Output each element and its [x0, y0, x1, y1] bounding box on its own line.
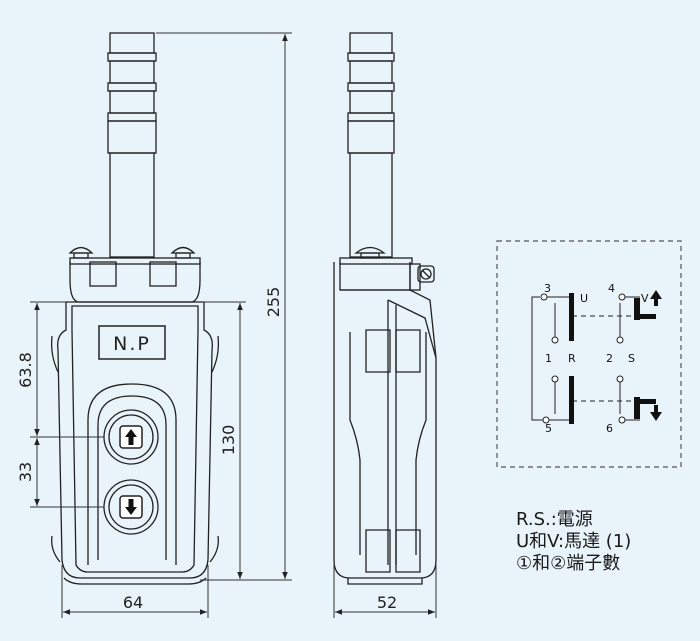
side-body: [333, 262, 437, 585]
side-top-cap: [339, 246, 435, 291]
terminal-label-3: 3: [544, 282, 551, 295]
terminal-label-2: 2: [606, 352, 613, 365]
terminal-label-1: 1: [545, 352, 552, 365]
dim-body-height: 130: [219, 425, 238, 456]
legend-line-motor: U和V:馬達 (1): [516, 531, 632, 552]
side-rail: [349, 329, 427, 573]
nameplate-label: N.P: [113, 333, 151, 355]
screw-icon: [68, 246, 94, 259]
front-view: [50, 32, 220, 585]
screw-icon: [170, 246, 196, 259]
terminal-2-upper: [616, 336, 624, 344]
contact-label-v: V: [641, 292, 649, 305]
terminal-1-lower: [551, 375, 559, 383]
nameplate: [98, 325, 166, 360]
terminal-3: [540, 293, 548, 301]
up-button[interactable]: [103, 409, 159, 465]
terminal-label-5: 5: [545, 422, 552, 435]
terminal-label-6: 6: [606, 422, 613, 435]
arrow-up-icon: [650, 290, 662, 306]
terminal-6: [618, 416, 626, 424]
button-holder: [87, 383, 177, 565]
down-button[interactable]: [103, 479, 159, 535]
dim-total-height: 255: [264, 287, 283, 318]
arrow-down-icon: [650, 405, 662, 421]
terminal-2-lower: [616, 375, 624, 383]
front-top-cap: [68, 246, 201, 303]
dim-width: 64: [123, 593, 143, 612]
terminal-label-4: 4: [608, 282, 615, 295]
dim-button-spacing: 33: [16, 462, 35, 482]
arrow-down-icon: [125, 499, 137, 515]
circuit-diagram: 3 4 1 2 5 6 U V R S: [496, 240, 682, 468]
legend-line-power: R.S.:電源: [516, 509, 593, 530]
arrow-up-icon: [125, 429, 137, 445]
legend: R.S.:電源 U和V:馬達 (1) ①和②端子數: [516, 509, 631, 575]
front-dimensions: [30, 32, 292, 618]
front-body: [50, 301, 220, 585]
side-dimensions: [333, 565, 437, 618]
terminal-4: [618, 293, 626, 301]
contact-label-s: S: [628, 352, 635, 365]
front-cable: [107, 32, 157, 258]
dim-upper-offset: 63.8: [16, 352, 35, 388]
contact-label-u: U: [580, 292, 588, 305]
dim-depth: 52: [377, 593, 397, 612]
legend-line-terminals: ①和②端子數: [516, 553, 621, 574]
circuit-frame: [496, 240, 682, 468]
terminal-1-upper: [551, 336, 559, 344]
screw-icon: [417, 265, 435, 283]
contact-label-r: R: [568, 352, 576, 365]
side-cable: [347, 32, 395, 258]
terminal-5: [542, 416, 550, 424]
side-view: [333, 32, 437, 585]
